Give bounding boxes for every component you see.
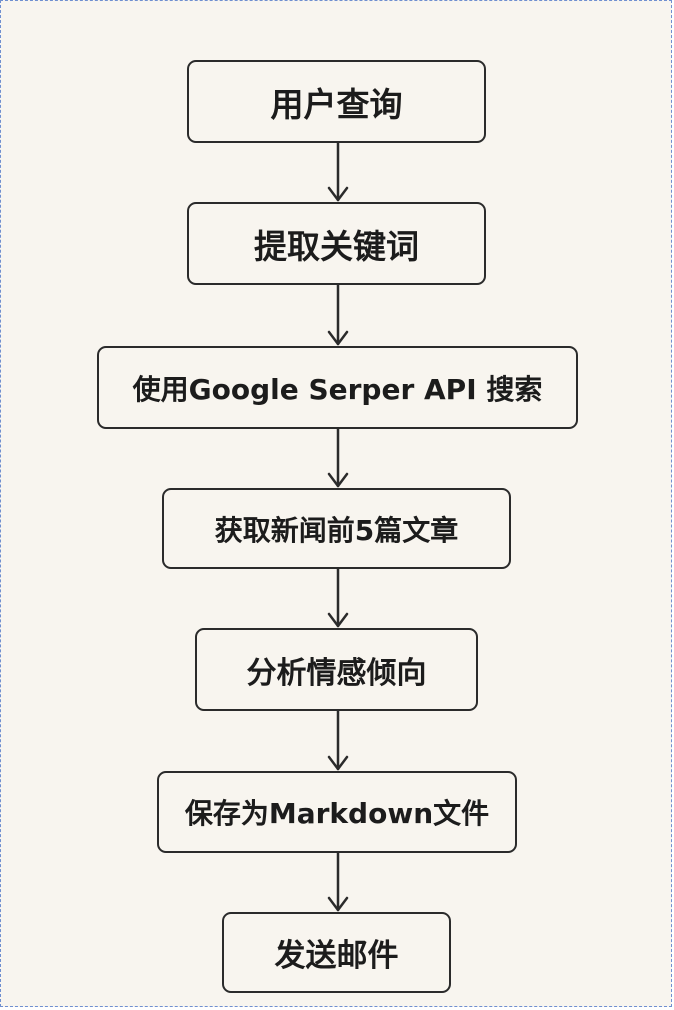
arrow-3 xyxy=(327,427,349,488)
step-fetch-news: 获取新闻前5篇文章 xyxy=(162,488,511,569)
arrow-6 xyxy=(327,851,349,912)
arrow-5 xyxy=(327,709,349,771)
step-extract-keywords: 提取关键词 xyxy=(187,202,486,285)
arrow-1 xyxy=(327,141,349,202)
step-save-markdown: 保存为Markdown文件 xyxy=(157,771,517,853)
step-send-email: 发送邮件 xyxy=(222,912,451,993)
arrow-4 xyxy=(327,567,349,628)
step-serper-search: 使用Google Serper API 搜索 xyxy=(97,346,578,429)
step-sentiment-analysis: 分析情感倾向 xyxy=(195,628,478,711)
arrow-2 xyxy=(327,283,349,346)
step-user-query: 用户查询 xyxy=(187,60,486,143)
